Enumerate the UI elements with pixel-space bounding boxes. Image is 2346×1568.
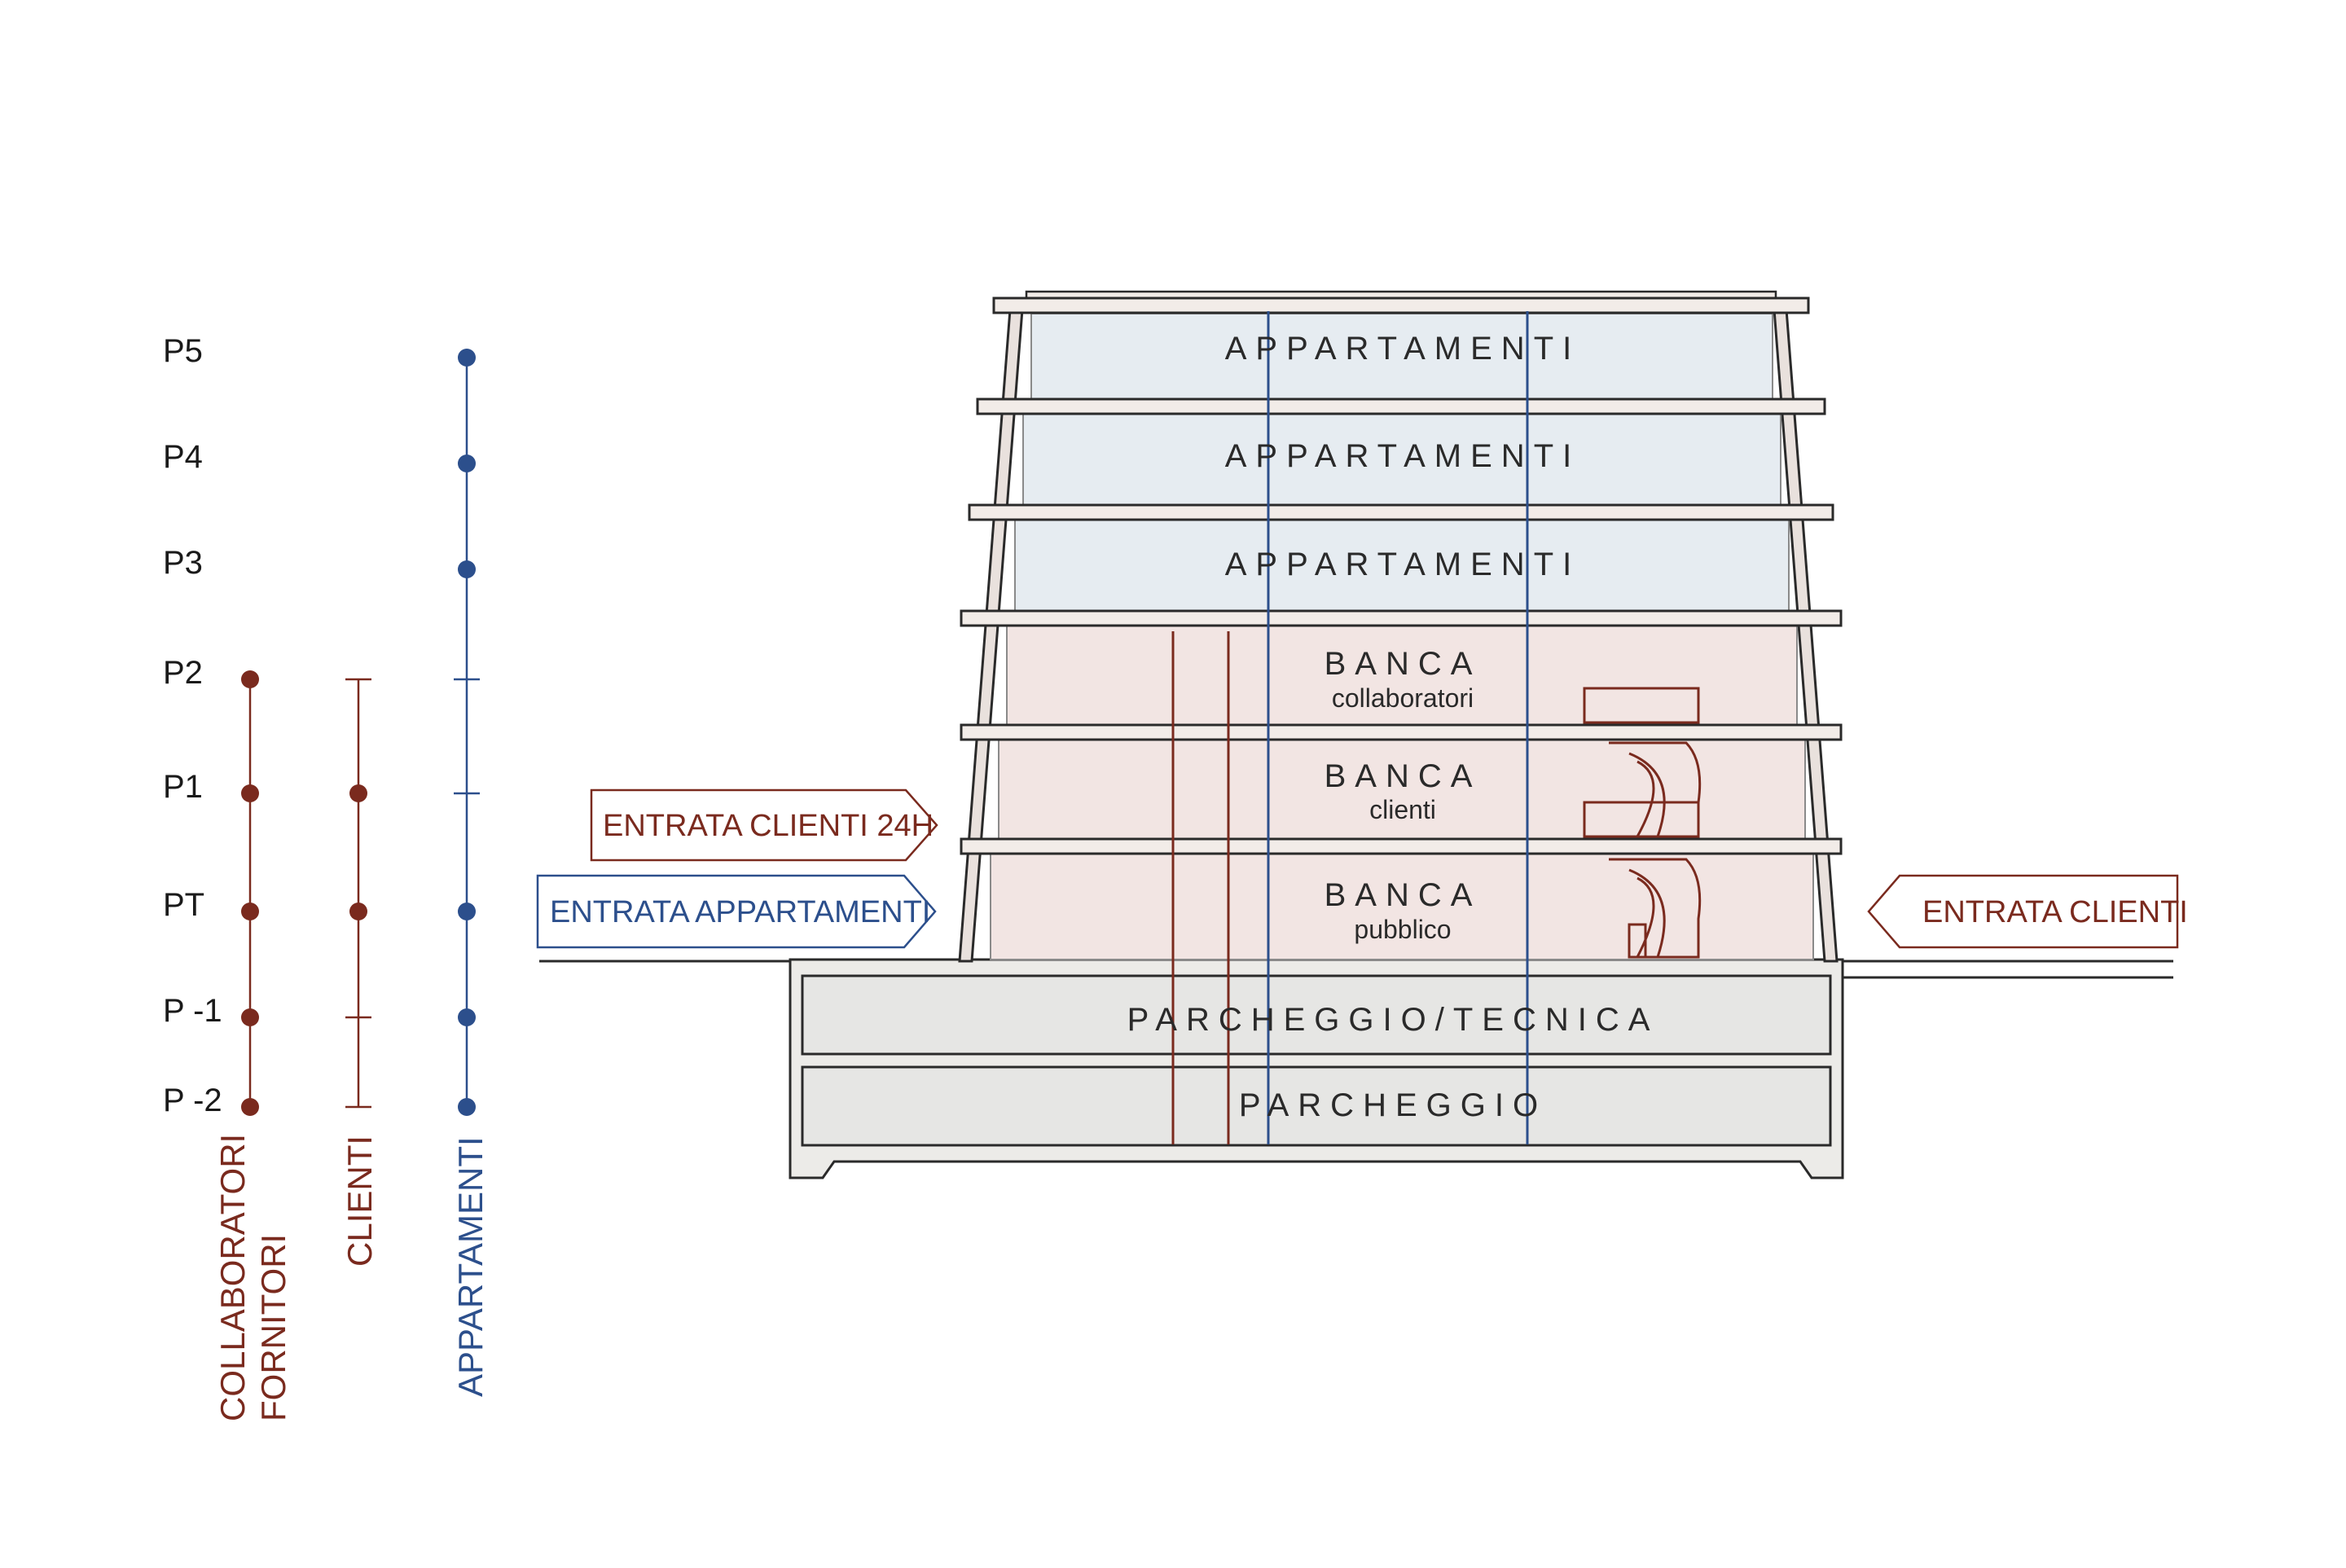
- collaboratori-stop-p1: [241, 784, 259, 802]
- floor-title-p4: APPARTAMENTI: [1225, 438, 1581, 474]
- level-label-pm2: P -2: [163, 1083, 222, 1118]
- floor-title-p1: BANCA: [1325, 758, 1482, 794]
- access-line-appartamenti: [454, 349, 480, 1116]
- floor-title-p3: APPARTAMENTI: [1225, 547, 1581, 582]
- column-labels: COLLABORATORI FORNITORI CLIENTI APPARTAM…: [213, 1134, 490, 1421]
- floor-title-pm1: PARCHEGGIO/TECNICA: [1127, 1002, 1659, 1038]
- entrance-tag-appartamenti: ENTRATA APPARTAMENTI: [536, 874, 937, 949]
- appartamenti-stop-pm2: [458, 1098, 476, 1116]
- appartamenti-stop-p5: [458, 349, 476, 367]
- stair-run-p1-mid: [1628, 752, 1666, 837]
- stair-foot-pt: [1628, 923, 1647, 959]
- column-label-collaboratori: COLLABORATORI: [213, 1134, 252, 1421]
- column-label-appartamenti: APPARTAMENTI: [451, 1136, 490, 1397]
- bank-staircase: [1583, 687, 1702, 959]
- entrance-label-appartamenti: ENTRATA APPARTAMENTI: [550, 895, 930, 929]
- floor-title-pt: BANCA: [1325, 877, 1482, 913]
- entrance-tag-appartamenti-shape: [536, 874, 937, 949]
- slab-roof: [992, 296, 1810, 314]
- level-label-p4: P4: [163, 439, 203, 475]
- appartamenti-stop-pt: [458, 903, 476, 920]
- stair-run-p1-inner: [1636, 760, 1655, 837]
- slab-p4: [968, 503, 1834, 521]
- stair-landing-p1: [1583, 801, 1700, 838]
- appartamenti-stop-p3: [458, 560, 476, 578]
- column-label-fornitori: FORNITORI: [254, 1234, 292, 1421]
- level-label-pm1: P -1: [163, 993, 222, 1029]
- floor-pm2: [801, 1065, 1832, 1147]
- slab-p1: [960, 837, 1843, 855]
- entrance-tag-clienti: ENTRATA CLIENTI: [1867, 874, 2188, 949]
- level-label-p1: P1: [163, 769, 203, 805]
- floor-pm1: [801, 974, 1832, 1056]
- floor-title-p5: APPARTAMENTI: [1225, 331, 1581, 367]
- entrance-label-clienti-24h: ENTRATA CLIENTI 24H: [603, 809, 934, 843]
- floor-sub-p2: collaboratori: [1332, 683, 1474, 713]
- stair-run-pt-outer: [1609, 858, 1702, 959]
- stair-run-p1-outer: [1609, 741, 1702, 837]
- stair-run-pt-inner: [1636, 876, 1655, 958]
- slab-p2: [960, 723, 1843, 741]
- floor-sub-p1: clienti: [1369, 795, 1436, 824]
- level-label-pt: PT: [163, 887, 204, 923]
- floor-sub-pt: pubblico: [1354, 915, 1451, 944]
- floor-p5: [1030, 313, 1773, 400]
- level-label-p2: P2: [163, 655, 203, 691]
- collaboratori-stop-p2: [241, 670, 259, 688]
- column-label-clienti: CLIENTI: [340, 1135, 379, 1267]
- appartamenti-stop-p4: [458, 455, 476, 472]
- clienti-stop-p1: [349, 784, 367, 802]
- level-label-p3: P3: [163, 545, 203, 581]
- service-shaft: [1171, 631, 1230, 1144]
- clienti-stop-pt: [349, 903, 367, 920]
- floor-p2: [1006, 622, 1798, 726]
- level-labels: P5 P4 P3 P2 P1 PT P -1 P -2: [163, 333, 222, 1118]
- basement: [789, 958, 1844, 1179]
- entrance-tag-clienti-24h-shape: [590, 788, 938, 862]
- entrance-tag-clienti-24h: ENTRATA CLIENTI 24H: [590, 788, 938, 862]
- entrance-tag-clienti-shape: [1867, 874, 2179, 949]
- floor-title-pm2: PARCHEGGIO: [1239, 1087, 1547, 1123]
- stair-landing-p2: [1583, 687, 1700, 724]
- entrance-label-clienti: ENTRATA CLIENTI: [1922, 895, 2188, 929]
- collaboratori-stop-pm2: [241, 1098, 259, 1116]
- level-label-p5: P5: [163, 333, 203, 369]
- floor-pt: [990, 850, 1814, 960]
- slab-p3: [960, 609, 1843, 627]
- apartment-core: [1267, 311, 1529, 1144]
- access-line-clienti: [345, 678, 371, 1109]
- floor-title-p2: BANCA: [1325, 646, 1482, 682]
- collaboratori-stop-pm1: [241, 1008, 259, 1026]
- stair-run-pt-mid: [1628, 868, 1666, 958]
- slab-p5: [976, 397, 1826, 415]
- floor-slabs: [960, 296, 1843, 855]
- floor-p4: [1022, 411, 1781, 506]
- collaboratori-stop-pt: [241, 903, 259, 920]
- floor-labels: APPARTAMENTI APPARTAMENTI APPARTAMENTI B…: [1127, 331, 1659, 1123]
- access-line-collaboratori: [241, 670, 259, 1116]
- appartamenti-stop-pm1: [458, 1008, 476, 1026]
- tower-floors: [990, 313, 1814, 960]
